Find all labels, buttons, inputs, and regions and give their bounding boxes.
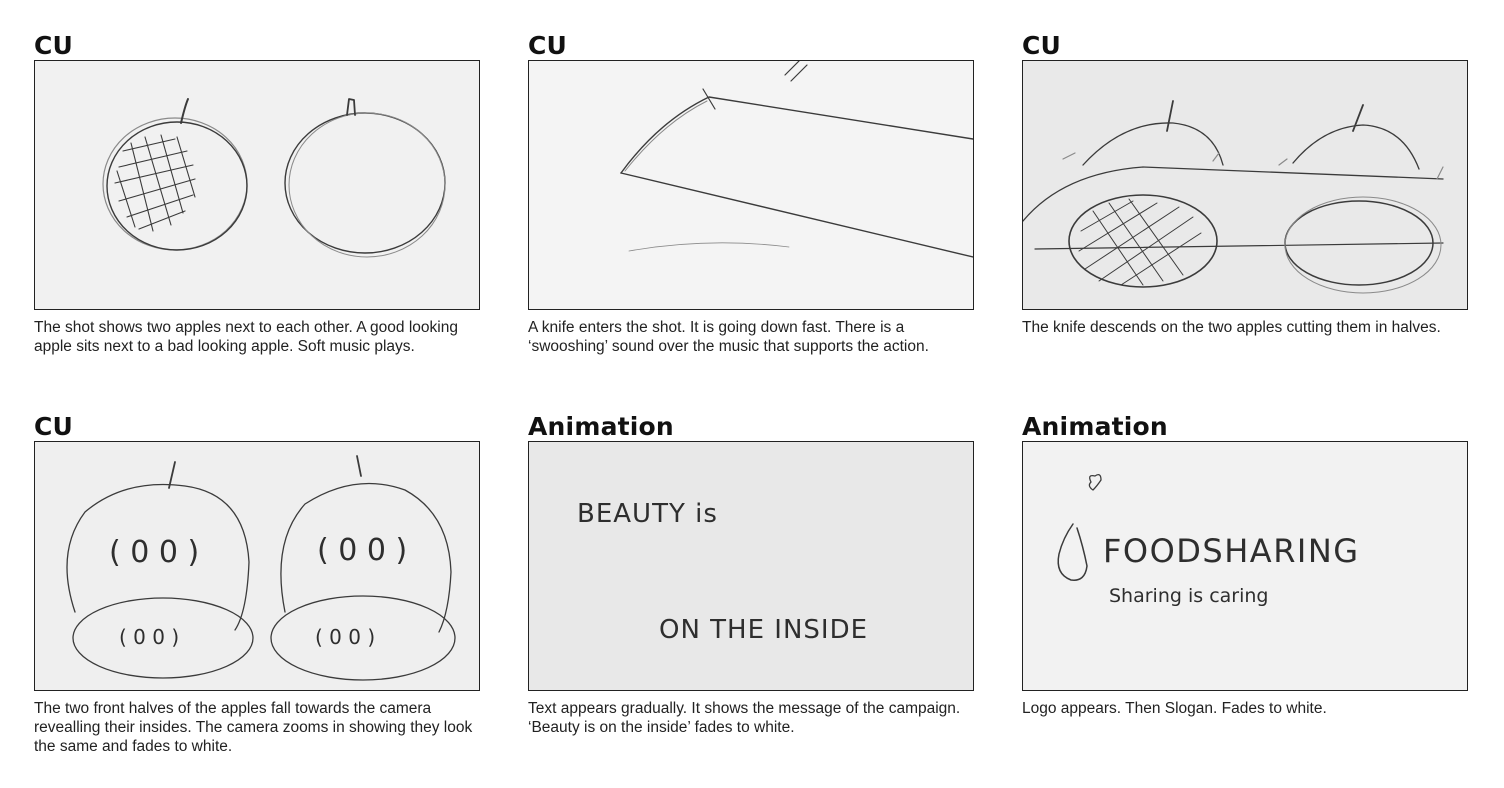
sketch-frame xyxy=(1022,60,1468,310)
sketch-frame: BEAUTY is ON THE INSIDE xyxy=(528,441,974,691)
shot-type-label: CU xyxy=(528,31,568,60)
handwritten-logo-text: FOODSHARING xyxy=(1103,532,1360,570)
sketch-frame xyxy=(528,60,974,310)
knife-cutting-apples-sketch xyxy=(1023,100,1444,294)
handwritten-line: ON THE INSIDE xyxy=(659,615,868,645)
shot-type-label: CU xyxy=(34,31,74,60)
svg-text:( 0 0 ): ( 0 0 ) xyxy=(315,625,375,649)
logo-sketch: FOODSHARING Sharing is caring xyxy=(1057,474,1360,607)
sketch-frame xyxy=(34,60,480,310)
panel-caption: The two front halves of the apples fall … xyxy=(34,700,473,755)
svg-text:( 0 0 ): ( 0 0 ) xyxy=(317,533,407,568)
handwritten-line: BEAUTY is xyxy=(577,499,718,529)
shot-type-label: CU xyxy=(34,412,74,441)
panel-caption: The shot shows two apples next to each o… xyxy=(34,319,458,355)
panel-caption: A knife enters the shot. It is going dow… xyxy=(528,319,929,355)
sketch-frame: FOODSHARING Sharing is caring xyxy=(1022,441,1468,691)
two-apples-sketch xyxy=(102,98,446,258)
storyboard-panel-2: CU A knife enters the shot. It is going … xyxy=(528,33,974,356)
panel-caption: Text appears gradually. It shows the mes… xyxy=(528,700,961,736)
storyboard-panel-6: Animation FOODSHARING Sharing is caring … xyxy=(1022,414,1468,718)
storyboard-panel-3: CU The knife descends on the two apples … xyxy=(1022,33,1468,337)
sketch-frame: ( 0 0 ) ( 0 0 ) ( 0 0 ) ( 0 0 ) xyxy=(34,441,480,691)
svg-text:( 0 0 ): ( 0 0 ) xyxy=(119,625,179,649)
panel-caption: Logo appears. Then Slogan. Fades to whit… xyxy=(1022,700,1327,717)
storyboard-panel-5: Animation BEAUTY is ON THE INSIDE Text a… xyxy=(528,414,974,737)
storyboard-panel-1: CU The shot shows two apples next to eac… xyxy=(34,33,480,356)
shot-type-label: CU xyxy=(1022,31,1062,60)
pear-icon xyxy=(1057,523,1088,581)
handwritten-slogan: Sharing is caring xyxy=(1109,585,1268,607)
shot-type-label: Animation xyxy=(528,412,674,441)
slogan-text-sketch: BEAUTY is ON THE INSIDE xyxy=(577,499,868,645)
heart-icon xyxy=(1088,474,1102,491)
shot-type-label: Animation xyxy=(1022,412,1168,441)
storyboard-panel-4: CU ( 0 0 ) ( 0 0 ) ( 0 0 ) ( 0 0 ) The t… xyxy=(34,414,480,756)
svg-text:( 0 0 ): ( 0 0 ) xyxy=(109,535,199,570)
knife-sketch xyxy=(620,61,973,258)
panel-caption: The knife descends on the two apples cut… xyxy=(1022,319,1441,336)
apple-halves-sketch: ( 0 0 ) ( 0 0 ) ( 0 0 ) ( 0 0 ) xyxy=(66,455,456,681)
